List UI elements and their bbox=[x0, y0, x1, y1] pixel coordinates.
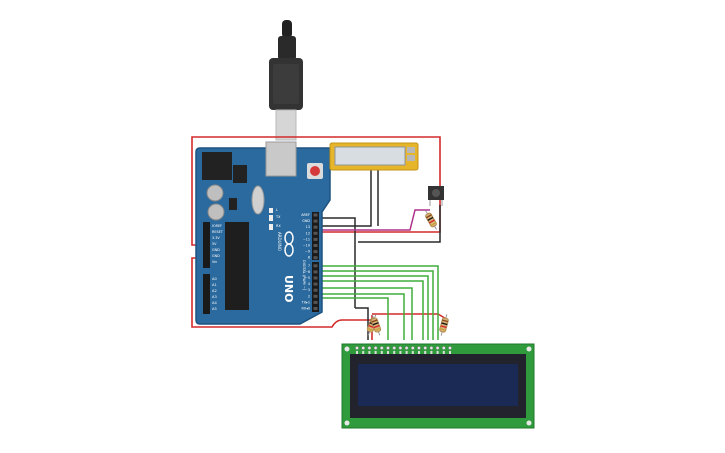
power-header[interactable] bbox=[203, 222, 210, 268]
header-pin[interactable] bbox=[313, 276, 318, 280]
pin-label: 7 bbox=[308, 264, 310, 268]
header-pin[interactable] bbox=[313, 282, 318, 286]
pin-label: 3.3V bbox=[212, 236, 220, 240]
pin-label: A3 bbox=[212, 295, 217, 299]
header-pin[interactable] bbox=[313, 219, 318, 223]
button-signal-wire bbox=[318, 209, 430, 231]
pin-label: ~3 bbox=[305, 288, 310, 292]
microcontroller-chip bbox=[225, 222, 249, 310]
pin-label: 12 bbox=[306, 231, 310, 235]
header-pin[interactable] bbox=[313, 307, 318, 310]
lcd-pin[interactable] bbox=[423, 346, 428, 350]
header-pin[interactable] bbox=[313, 270, 318, 274]
crystal-icon bbox=[251, 185, 265, 215]
lcd-pin[interactable] bbox=[398, 346, 403, 350]
pin-label: A1 bbox=[212, 283, 217, 287]
pin-label: A4 bbox=[212, 301, 217, 305]
lcd-pin[interactable] bbox=[417, 346, 421, 350]
display-module[interactable] bbox=[329, 142, 419, 171]
lcd-pin[interactable] bbox=[373, 346, 378, 350]
header-pin[interactable] bbox=[313, 250, 318, 254]
header-pin[interactable] bbox=[313, 288, 318, 292]
digital-header-top[interactable] bbox=[312, 212, 319, 260]
lcd-pin-header bbox=[355, 346, 452, 354]
pin-label: ~10 bbox=[303, 244, 310, 248]
lcd-pin[interactable] bbox=[435, 346, 440, 350]
pin-label: 5V bbox=[212, 242, 217, 246]
pin-label: A0 bbox=[212, 277, 217, 281]
capacitor-icon bbox=[206, 184, 224, 202]
pushbutton-icon[interactable] bbox=[428, 186, 444, 206]
pin-label: IOREF bbox=[212, 224, 222, 228]
pin-label: ~9 bbox=[305, 250, 310, 254]
led-label: L bbox=[276, 208, 278, 212]
pin-label: ~6 bbox=[305, 270, 310, 274]
pin-label: ~5 bbox=[305, 276, 310, 280]
power-jack bbox=[202, 152, 232, 180]
lcd-pin[interactable] bbox=[429, 346, 434, 350]
lcd-pin[interactable] bbox=[379, 346, 384, 350]
lcd-pin[interactable] bbox=[355, 346, 359, 350]
pin-label: GND bbox=[212, 254, 220, 258]
arduino-logo-icon bbox=[284, 231, 294, 257]
pin-label: RX◂0 bbox=[301, 307, 310, 311]
lcd-pin[interactable] bbox=[448, 346, 452, 350]
pin-label: 2 bbox=[308, 294, 310, 298]
lcd-pin[interactable] bbox=[386, 346, 390, 350]
pin-label: 13 bbox=[306, 225, 310, 229]
lcd-16x2[interactable] bbox=[341, 343, 535, 429]
board-brand-label: ARDUINO bbox=[277, 232, 282, 251]
resistor-icon[interactable] bbox=[369, 314, 382, 337]
lcd-pin[interactable] bbox=[410, 346, 415, 350]
pin-label: GND bbox=[212, 248, 220, 252]
header-pin[interactable] bbox=[313, 300, 318, 304]
pin-label: Vin bbox=[212, 260, 217, 264]
header-pin[interactable] bbox=[313, 237, 318, 241]
analog-header[interactable] bbox=[203, 274, 210, 314]
digital-pin-labels: AREF GND 13 12 ~11 ~10 ~9 8 7 ~6 ~5 4 ~3 2TX▸1RX◂0 bbox=[301, 213, 318, 311]
lcd-pin[interactable] bbox=[392, 346, 397, 350]
header-pin[interactable] bbox=[313, 213, 318, 217]
header-pin[interactable] bbox=[313, 225, 318, 229]
pin-label: 4 bbox=[308, 282, 310, 286]
green-data-wires bbox=[318, 265, 439, 340]
header-pin[interactable] bbox=[313, 256, 318, 260]
digital-header-label: DIGITAL (PWM ~) bbox=[302, 260, 306, 291]
capacitor-icon bbox=[207, 203, 225, 221]
header-pin[interactable] bbox=[313, 264, 318, 268]
led-label: RX bbox=[276, 224, 281, 228]
led-label: TX bbox=[275, 215, 281, 219]
resistor-icon[interactable] bbox=[438, 314, 449, 337]
usb-port bbox=[265, 141, 297, 177]
header-pin[interactable] bbox=[313, 294, 318, 298]
pin-label: GND bbox=[302, 219, 310, 223]
lcd-pin[interactable] bbox=[361, 346, 366, 350]
header-pin[interactable] bbox=[313, 231, 318, 235]
lcd-pin[interactable] bbox=[404, 346, 409, 350]
lcd-screen bbox=[358, 364, 518, 406]
pin-label: ~11 bbox=[303, 237, 310, 241]
board-model-label: UNO bbox=[282, 275, 295, 303]
header-pin[interactable] bbox=[313, 244, 318, 247]
usb-cable-icon[interactable] bbox=[269, 20, 303, 141]
lcd-pin[interactable] bbox=[441, 346, 446, 350]
pin-label: 8 bbox=[308, 256, 310, 260]
lcd-pin[interactable] bbox=[367, 346, 372, 350]
arduino-uno-board[interactable]: UNO ARDUINO DIGITAL (PWM ~) AREF GND 13 12 ~… bbox=[195, 141, 331, 325]
pin-label: RESET bbox=[212, 230, 224, 234]
digital-header-bottom[interactable] bbox=[312, 262, 319, 312]
black-ground-wires bbox=[318, 168, 441, 340]
pin-label: A2 bbox=[212, 289, 217, 293]
pin-label: AREF bbox=[301, 213, 310, 217]
reset-button-cap[interactable] bbox=[310, 166, 320, 176]
pin-label: A5 bbox=[212, 307, 217, 311]
resistor-icon[interactable] bbox=[423, 209, 439, 231]
pin-label: TX▸1 bbox=[301, 300, 310, 304]
